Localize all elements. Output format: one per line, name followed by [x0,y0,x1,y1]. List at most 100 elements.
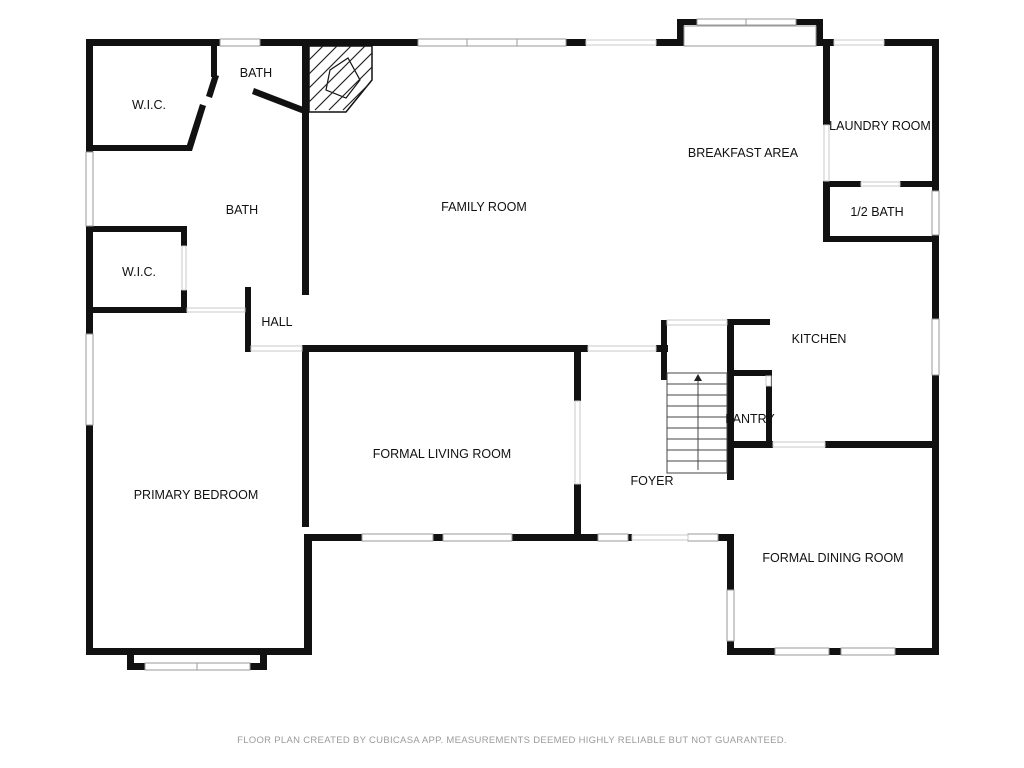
wall-kitchen-bottom-b [825,441,939,448]
label-hall: HALL [261,315,292,329]
wall-bay-right-side [816,19,823,46]
wall-top-bath [260,39,418,46]
wall-bed-bottom [86,648,312,655]
opening-family-foyer [587,345,657,352]
wall-top-left [86,39,220,46]
wall-bay-left-side [677,19,684,46]
label-primary-bedroom: PRIMARY BEDROOM [134,488,259,502]
wall-kitchen-bottom-a [727,441,773,448]
stairs-outline [666,372,728,474]
opening-wic-bottom [181,245,187,291]
opening-pantry-door [765,375,772,387]
wall-living-right-b [574,484,581,534]
footer-disclaimer: FLOOR PLAN CREATED BY CUBICASA APP. MEAS… [237,735,787,746]
wall-wic-bath-divider [211,39,217,77]
label-wic-bottom: W.I.C. [122,265,156,279]
wall-dining-bottom-b [829,648,841,655]
window-right-kitchen [931,318,940,376]
wall-bed-bay-bottom-r [250,663,267,670]
window-top-family [417,38,567,47]
wall-kitchen-top [727,319,770,325]
wall-living-bottom-c [512,534,598,541]
wall-wic-top-angle2 [206,74,219,98]
label-breakfast-area: BREAKFAST AREA [688,146,799,160]
opening-kitchen-dining [772,441,826,448]
wall-bath-angle [252,88,306,114]
wall-bath-right-lower [302,345,309,527]
label-formal-dining-room: FORMAL DINING ROOM [762,551,903,565]
stairs [666,372,728,474]
label-pantry: PANTRY [725,412,775,426]
wall-hall-left [245,287,251,352]
wall-wic-bottom-bottom [86,307,187,313]
window-right-halfbath [931,190,940,236]
wall-left-mid [86,226,93,334]
opening-front [631,534,689,541]
wall-top-fam [566,39,586,46]
window-top-wic [219,38,261,47]
opening-hall-family [250,345,303,352]
windows [85,18,940,671]
wall-bed-bay-bottom-l [127,663,145,670]
wall-right-c [932,375,939,655]
label-formal-living-room: FORMAL LIVING ROOM [373,447,511,461]
opening-halfbath [860,181,901,187]
wall-foyer-bottom-d [628,534,632,541]
wall-dining-left-a [727,534,734,590]
wall-stairs-right [727,320,734,480]
opening-laundry-top [833,39,885,46]
window-dining-bottom-a [774,647,830,656]
opening-top-breakfast [585,39,657,46]
wall-wic-bottom-right-a [181,226,187,246]
wall-wic-bottom-top [86,226,187,232]
wall-pantry-right [766,370,772,447]
wall-foyer-bottom-e [718,534,734,541]
wall-left-top [86,39,93,152]
wall-laundry-left-b [823,181,830,242]
wall-living-bottom-a [304,534,362,541]
wall-left-bottom [86,425,93,655]
wall-bay-top-right [796,19,823,25]
wall-living-top [302,345,588,352]
opening-hall-bath [186,307,246,313]
window-foyer-b [687,533,719,542]
wall-bed-bay-right [260,648,267,670]
window-left-bedroom [85,333,94,426]
label-foyer: FOYER [630,474,673,488]
wall-dining-bottom-c [895,648,939,655]
wall-living-right-a [574,345,581,401]
label-kitchen: KITCHEN [792,332,847,346]
window-dining-bottom-b [840,647,896,656]
label-wic-top: W.I.C. [132,98,166,112]
interior-walls [86,39,939,534]
window-living-b [442,533,513,542]
wall-bay-top-left [677,19,697,25]
wall-living-bottom-b [433,534,443,541]
exterior-walls [86,19,939,670]
wall-pantry-top [727,370,770,376]
openings [181,39,901,541]
window-dining-left [726,589,735,642]
wall-dining-bottom-a [727,648,775,655]
wall-halfbath-top-a [823,181,861,187]
wall-halfbath-bottom [823,236,939,242]
wall-right-a [932,39,939,191]
wall-wic-top-bottom [86,145,190,151]
wall-top-right [884,39,939,46]
wall-top-bay-left [656,39,684,46]
room-labels: BATH W.I.C. BATH W.I.C. HALL PRIMARY BED… [122,66,931,565]
label-family-room: FAMILY ROOM [441,200,527,214]
wall-stairs-left [661,320,667,380]
opening-living-foyer [574,400,581,485]
wall-right-b [932,235,939,319]
window-living-a [361,533,434,542]
wall-halfbath-top-b [900,181,939,187]
wall-wic-bottom-right-b [181,290,187,313]
window-foyer-a [597,533,629,542]
wall-bed-right-lower [304,534,312,655]
opening-stairs-top [666,319,728,326]
label-bath-main: BATH [226,203,258,217]
wall-bath-right [302,39,309,295]
label-half-bath: 1/2 BATH [850,205,903,219]
